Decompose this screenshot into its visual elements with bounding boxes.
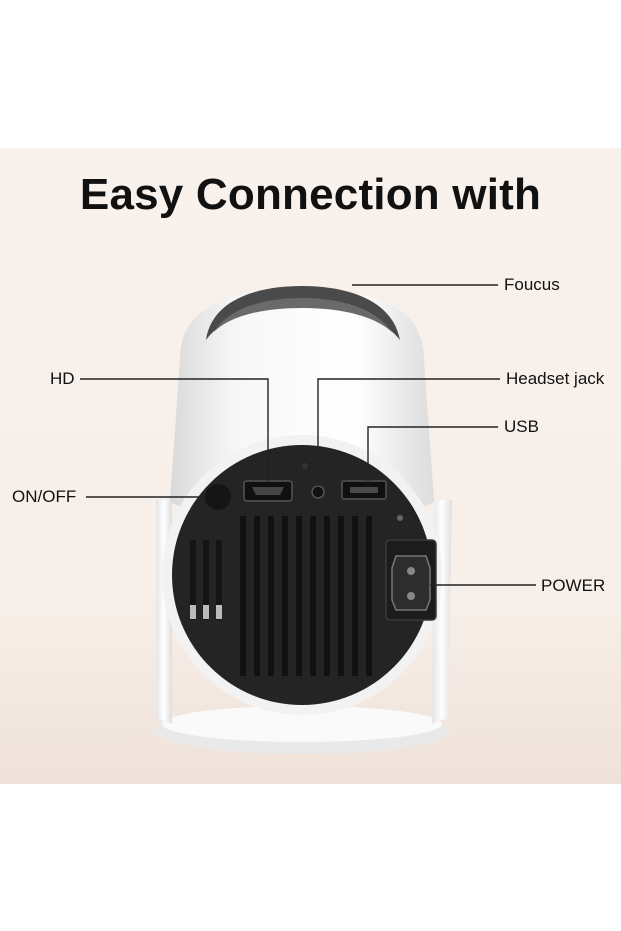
headset-jack [311,485,325,499]
label-focus: Foucus [504,275,560,294]
leader-hd [80,378,269,481]
vent-left-tips [190,605,222,619]
power-button [205,484,231,510]
indicator-hole [397,515,403,521]
power-pin-top [407,567,415,575]
leader-headset [317,378,500,486]
vent-grille [240,516,372,676]
label-headset-jack: Headset jack [506,369,605,388]
focus-ring [206,286,400,340]
headline: Easy Connection with [79,170,542,219]
ir-sensor [302,463,308,469]
stand-base-top [162,706,442,742]
vent-left [190,540,222,620]
label-on-off: ON/OFF [12,487,77,506]
power-inlet-socket [391,555,431,611]
hdmi-port-inner [252,487,284,495]
label-usb: USB [504,417,539,436]
label-power: POWER [541,576,606,595]
usb-port-inner [350,487,378,493]
leader-lines [80,284,536,586]
power-pin-bottom [407,592,415,600]
leader-usb [367,426,498,481]
label-hd: HD [50,369,75,388]
focus-ring-top [214,298,392,332]
